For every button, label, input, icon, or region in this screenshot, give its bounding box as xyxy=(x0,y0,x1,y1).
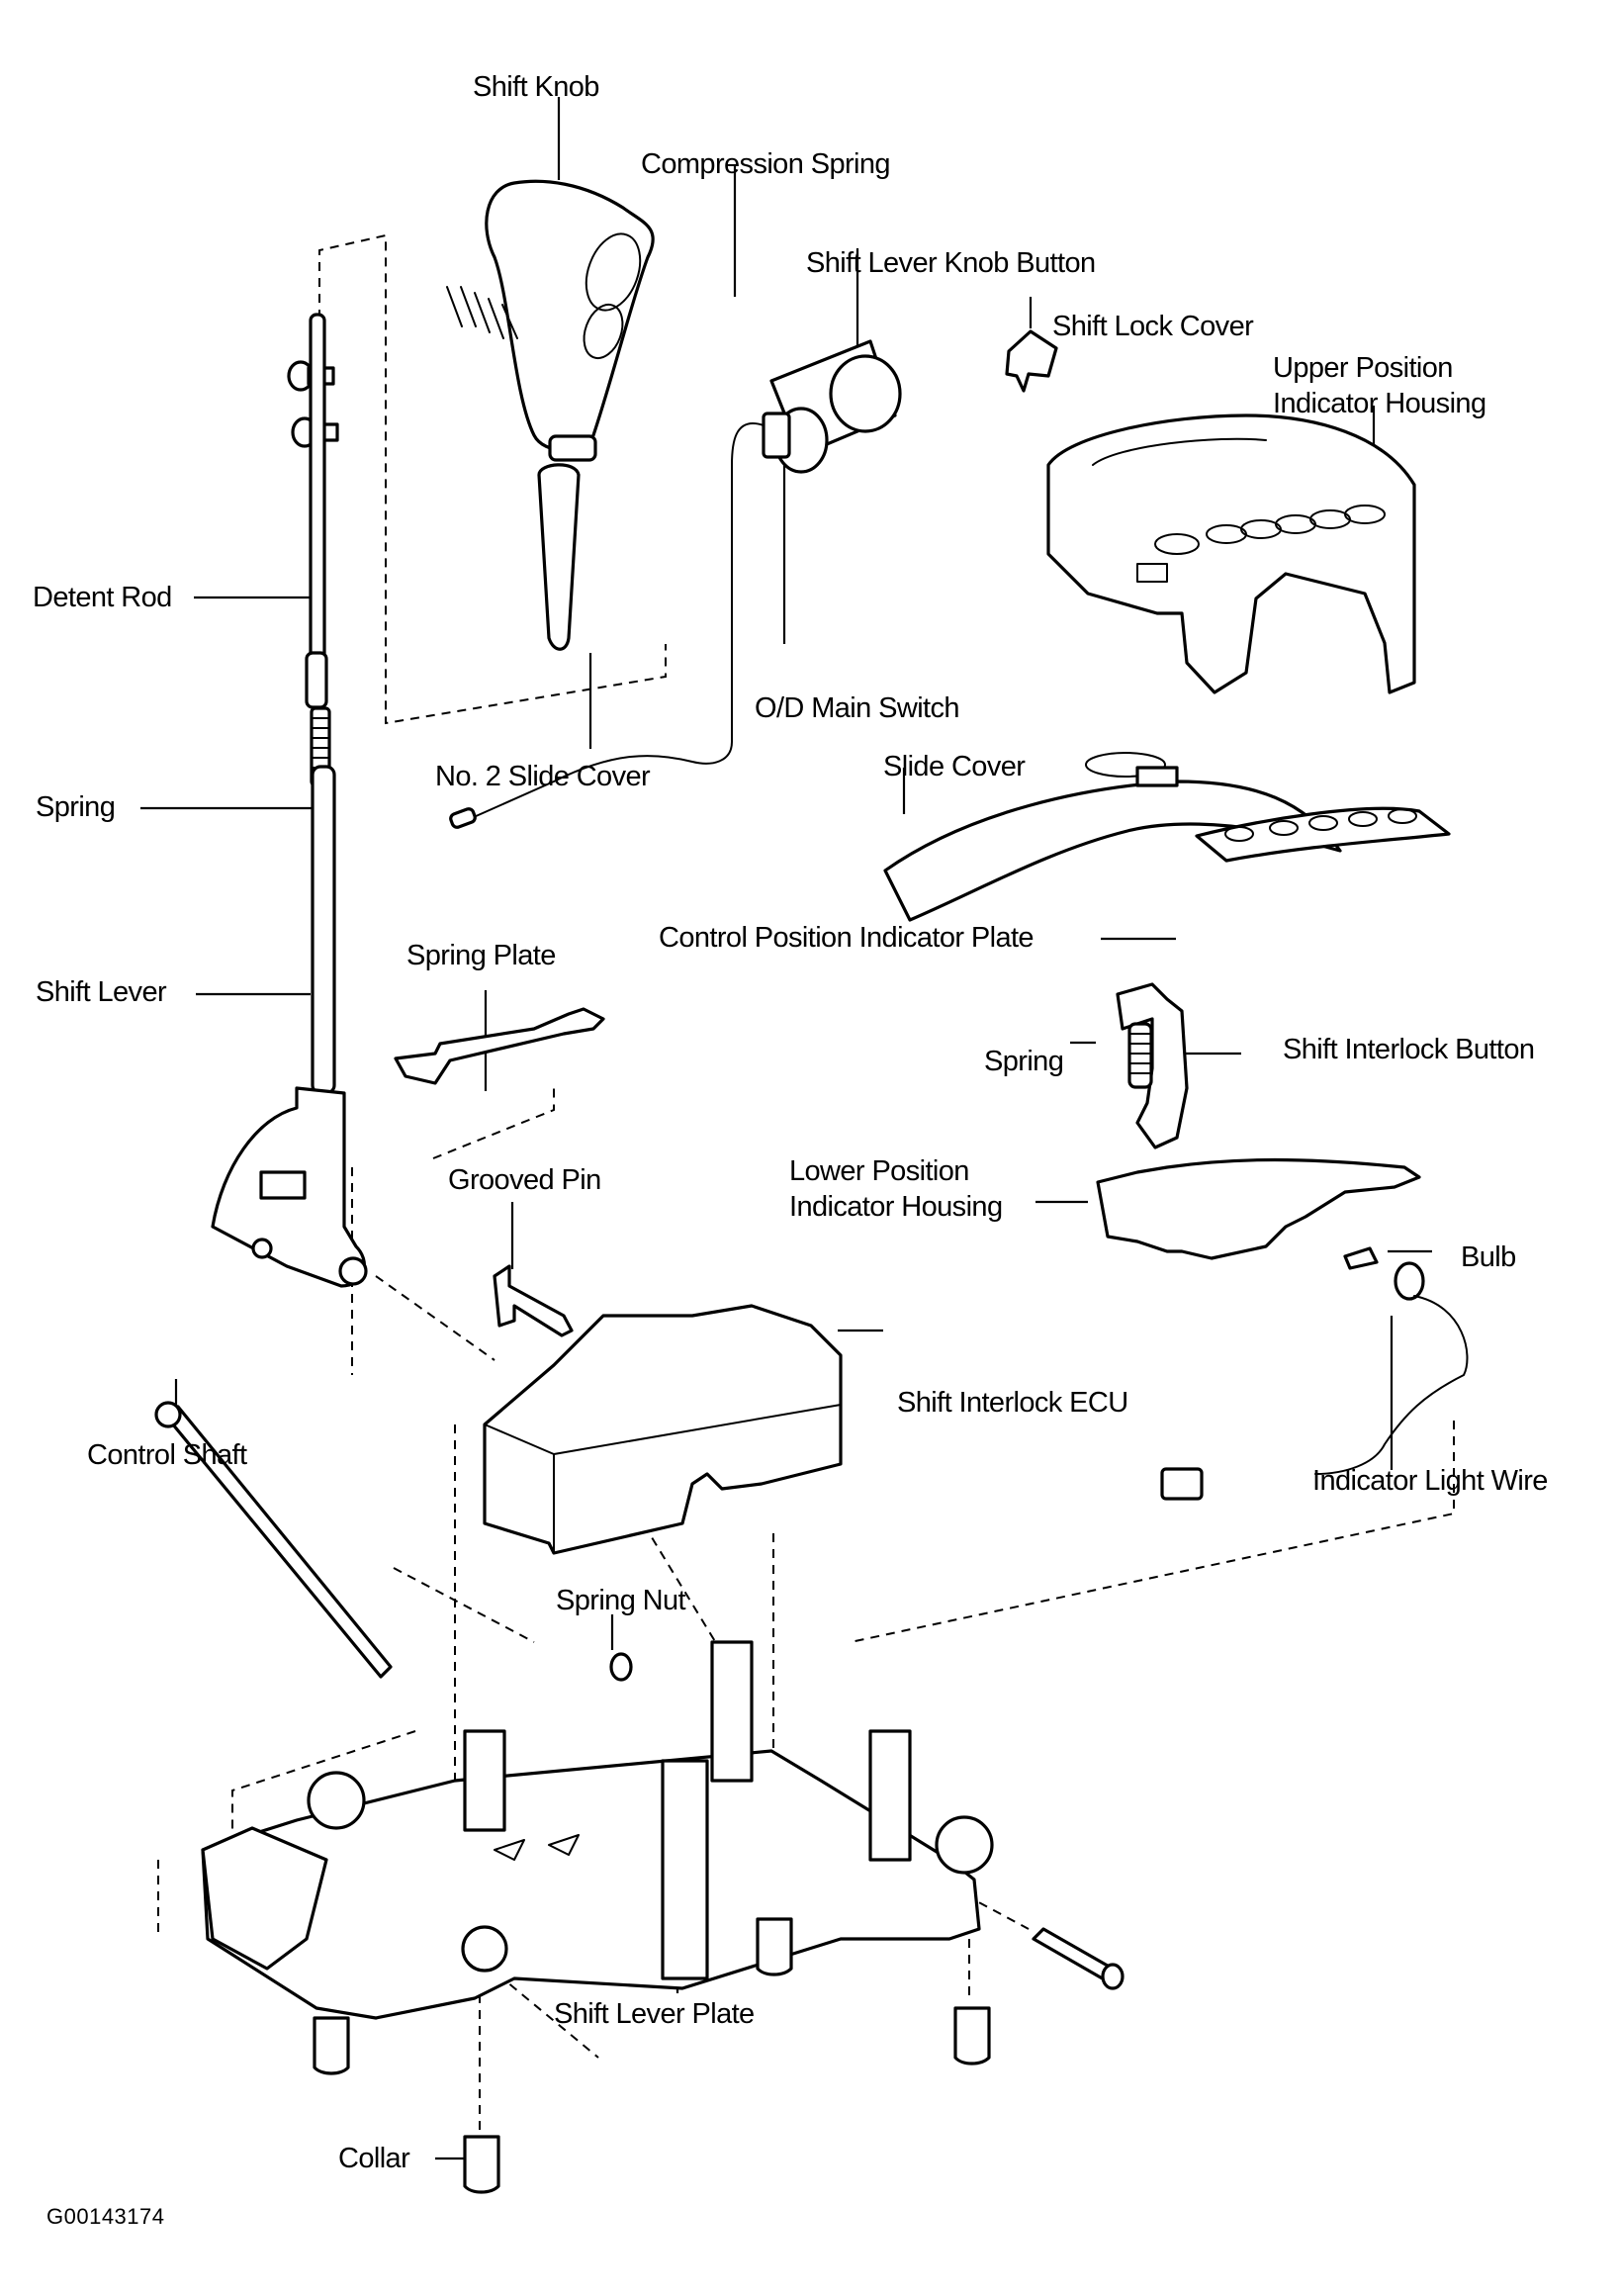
label-grooved-pin: Grooved Pin xyxy=(448,1164,601,1196)
slide-cover-part xyxy=(883,752,1342,922)
label-shift-knob: Shift Knob xyxy=(473,71,599,103)
shift-lever-part xyxy=(211,765,368,1288)
label-spring-plate: Spring Plate xyxy=(406,940,556,971)
label-upper-position-indicator-housing-1: Upper Position xyxy=(1273,352,1453,384)
label-shift-interlock-ecu: Shift Interlock ECU xyxy=(897,1387,1128,1419)
label-spring-nut: Spring Nut xyxy=(556,1585,686,1616)
label-spring-interlock: Spring xyxy=(984,1046,1064,1077)
compression-spring-part xyxy=(446,286,518,339)
shift-knob-part xyxy=(485,179,655,462)
bulb-part xyxy=(1343,1246,1379,1270)
shift-lever-plate-part xyxy=(201,1640,994,2020)
label-lower-position-indicator-housing-1: Lower Position xyxy=(789,1155,969,1187)
indicator-light-wire-part xyxy=(1160,1261,1469,1501)
label-shift-lock-cover: Shift Lock Cover xyxy=(1052,311,1254,342)
label-shift-lever-plate: Shift Lever Plate xyxy=(554,1998,755,2030)
spring-nut-part xyxy=(609,1652,633,1682)
label-control-position-indicator-plate: Control Position Indicator Plate xyxy=(659,922,1035,954)
detent-rod-part xyxy=(305,313,328,709)
od-main-switch-part xyxy=(449,407,829,829)
spring-interlock-part xyxy=(1127,1022,1153,1089)
label-detent-rod: Detent Rod xyxy=(33,582,172,613)
lower-position-indicator-housing-part xyxy=(1096,1157,1421,1260)
label-slide-cover: Slide Cover xyxy=(883,751,1026,782)
label-spring: Spring xyxy=(36,791,116,823)
label-collar: Collar xyxy=(338,2143,410,2174)
spring-plate-part xyxy=(394,1007,605,1085)
control-position-indicator-plate-part xyxy=(1195,806,1451,863)
grooved-pin-part xyxy=(493,1264,574,1337)
figure-id: G00143174 xyxy=(46,2204,165,2229)
label-shift-lever: Shift Lever xyxy=(36,976,167,1008)
shift-lock-cover-part xyxy=(1005,329,1058,393)
label-compression-spring: Compression Spring xyxy=(641,148,891,180)
label-shift-lever-knob-button: Shift Lever Knob Button xyxy=(806,247,1096,279)
upper-position-indicator-housing-part xyxy=(1046,413,1416,694)
collar-parts xyxy=(313,1917,991,2194)
label-no2-slide-cover: No. 2 Slide Cover xyxy=(435,761,651,792)
label-bulb: Bulb xyxy=(1461,1241,1516,1273)
label-control-shaft: Control Shaft xyxy=(87,1439,247,1471)
label-upper-position-indicator-housing-2: Indicator Housing xyxy=(1273,388,1486,419)
pin-part xyxy=(1032,1927,1125,1990)
label-od-main-switch: O/D Main Switch xyxy=(755,692,960,724)
label-indicator-light-wire: Indicator Light Wire xyxy=(1312,1465,1548,1497)
control-shaft-part xyxy=(154,1401,393,1679)
no2-slide-cover-part xyxy=(537,463,581,651)
shift-interlock-ecu-part xyxy=(483,1304,843,1555)
label-lower-position-indicator-housing-2: Indicator Housing xyxy=(789,1191,1003,1223)
label-shift-interlock-button: Shift Interlock Button xyxy=(1283,1034,1535,1065)
